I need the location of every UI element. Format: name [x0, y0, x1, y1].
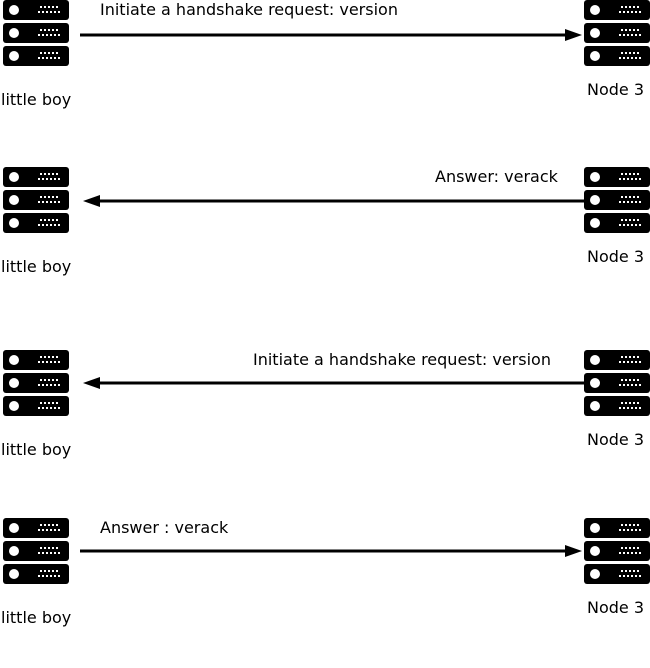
right-node-label: Node 3: [587, 80, 645, 99]
left-node-server-icon: [3, 518, 69, 584]
right-node-label: Node 3: [587, 430, 645, 449]
arrow-left-icon: [83, 195, 585, 207]
left-node-server-icon: [3, 350, 69, 416]
handshake-step-3: little boy Initiate a handshake request:…: [0, 350, 650, 500]
message-label: Answer : verack: [100, 518, 229, 537]
left-node-server-icon: [3, 167, 69, 233]
arrow-right-icon: [80, 545, 582, 557]
handshake-step-1: little boy Initiate a handshake request:…: [0, 0, 650, 150]
message-label: Answer: verack: [435, 167, 558, 186]
arrow-right-icon: [80, 29, 582, 41]
right-node-server-icon: [584, 518, 650, 584]
right-node-server-icon: [584, 0, 650, 66]
arrow-left-icon: [83, 377, 585, 389]
handshake-step-2: little boy Answer: verack Node 3: [0, 167, 650, 317]
left-node-server-icon: [3, 0, 69, 66]
handshake-step-4: little boy Answer : verack Node 3: [0, 518, 650, 668]
left-node-label: little boy: [1, 90, 72, 109]
right-node-server-icon: [584, 350, 650, 416]
left-node-label: little boy: [1, 440, 72, 459]
right-node-server-icon: [584, 167, 650, 233]
left-node-label: little boy: [1, 608, 72, 627]
left-node-label: little boy: [1, 257, 72, 276]
right-node-label: Node 3: [587, 247, 645, 266]
message-label: Initiate a handshake request: version: [100, 0, 398, 19]
message-label: Initiate a handshake request: version: [253, 350, 551, 369]
right-node-label: Node 3: [587, 598, 645, 617]
